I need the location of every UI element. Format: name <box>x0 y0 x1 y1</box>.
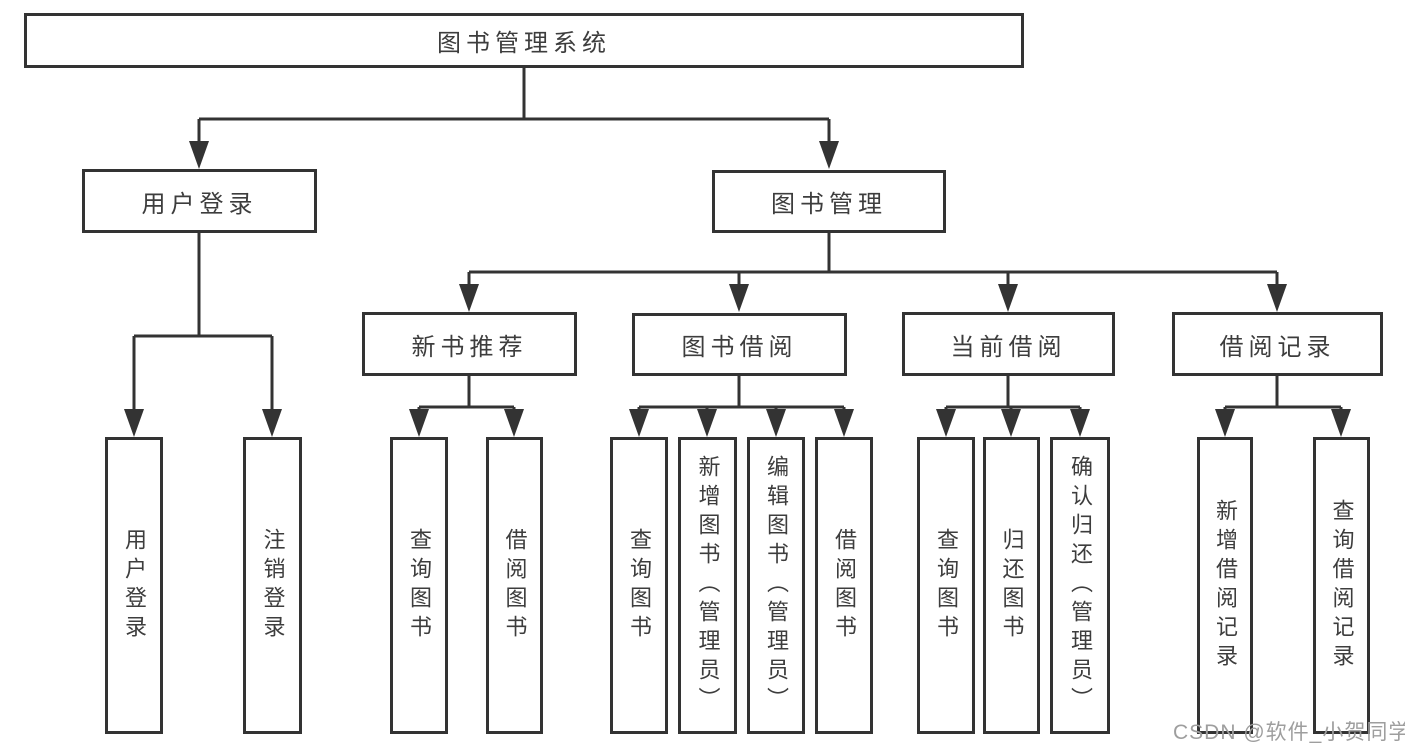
arrow-down <box>124 409 144 437</box>
node-book-borrowing: 图书借阅 <box>632 313 847 376</box>
leaf-records-add-record: 新增借阅记录 <box>1197 437 1253 734</box>
leaf-records-query-record: 查询借阅记录 <box>1313 437 1370 734</box>
arrow-down <box>819 141 839 169</box>
leaf-current-confirm-return-admin: 确认归还（管理员） <box>1050 437 1110 734</box>
arrow-down <box>189 141 209 169</box>
arrow-down <box>459 284 479 312</box>
leaf-logout: 注销登录 <box>243 437 302 734</box>
node-current-borrowing: 当前借阅 <box>902 312 1115 376</box>
arrow-down <box>504 409 524 437</box>
arrow-down <box>1331 409 1351 437</box>
leaf-current-query-books: 查询图书 <box>917 437 975 734</box>
node-book-management: 图书管理 <box>712 170 946 233</box>
leaf-current-return-books: 归还图书 <box>983 437 1040 734</box>
arrow-down <box>1215 409 1235 437</box>
node-new-book-recommend: 新书推荐 <box>362 312 577 376</box>
node-library-system: 图书管理系统 <box>24 13 1024 68</box>
leaf-user-login: 用户登录 <box>105 437 163 734</box>
arrow-down <box>766 409 786 437</box>
arrowheads <box>124 141 1351 437</box>
node-user-login: 用户登录 <box>82 169 317 233</box>
arrow-down <box>697 409 717 437</box>
arrow-down <box>729 284 749 312</box>
arrow-down <box>262 409 282 437</box>
arrow-down <box>409 409 429 437</box>
node-borrowing-records: 借阅记录 <box>1172 312 1383 376</box>
leaf-borrow-borrow-books: 借阅图书 <box>815 437 873 734</box>
watermark: CSDN @软件_小贺同学 <box>1173 721 1405 744</box>
arrow-down <box>936 409 956 437</box>
arrow-down <box>998 284 1018 312</box>
leaf-borrow-edit-books-admin: 编辑图书（管理员） <box>747 437 805 734</box>
leaf-borrow-query-books: 查询图书 <box>610 437 668 734</box>
arrow-down <box>1001 409 1021 437</box>
leaf-borrow-add-books-admin: 新增图书（管理员） <box>678 437 737 734</box>
arrow-down <box>629 409 649 437</box>
arrow-down <box>1070 409 1090 437</box>
leaf-rec-query-books: 查询图书 <box>390 437 448 734</box>
arrow-down <box>834 409 854 437</box>
leaf-rec-borrow-books: 借阅图书 <box>486 437 543 734</box>
arrow-down <box>1267 284 1287 312</box>
